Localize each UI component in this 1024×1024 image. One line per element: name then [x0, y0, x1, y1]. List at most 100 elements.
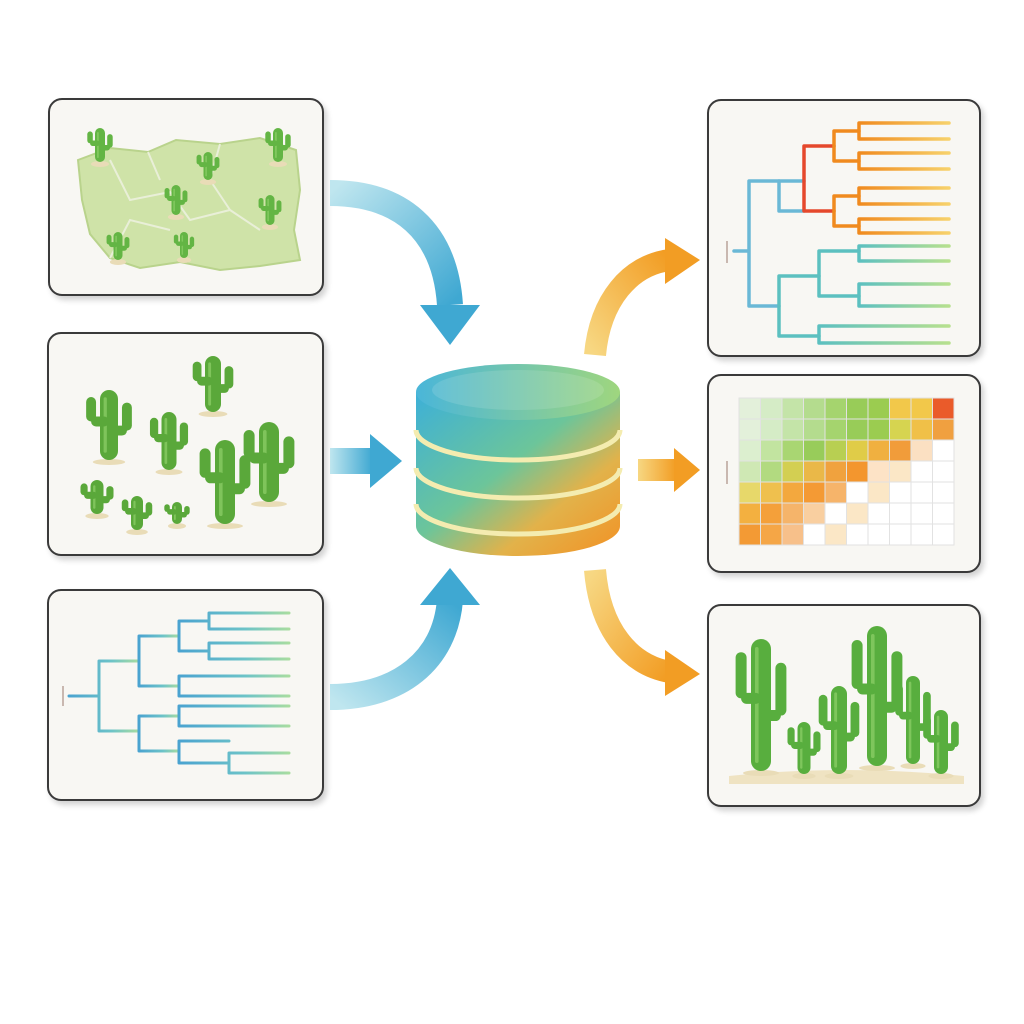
cactus-specimens-icon	[80, 356, 295, 535]
heatmap-cell	[781, 460, 804, 483]
heatmap-matrix-icon	[726, 397, 955, 546]
input-panel-cactus-specimens	[47, 332, 324, 556]
input-panel-phylogenetic-tree	[47, 589, 324, 801]
cactus-icon	[787, 722, 821, 779]
heatmap-cell	[824, 460, 847, 483]
output-panel-heatmap	[707, 374, 981, 573]
colored-phylogenetic-tree-icon	[726, 121, 951, 345]
arrow-database-to-tree	[584, 238, 700, 357]
cactus-icon	[243, 422, 295, 507]
heatmap-cell	[889, 418, 912, 441]
cactus-icon	[258, 195, 282, 230]
heatmap-cell	[932, 418, 955, 441]
heatmap-cell	[760, 481, 783, 504]
heatmap-cell	[867, 481, 890, 504]
heatmap-cell	[846, 481, 869, 504]
heatmap-cell	[824, 418, 847, 441]
heatmap-cell	[932, 523, 955, 546]
heatmap-cell	[738, 460, 761, 483]
heatmap-cell	[803, 418, 826, 441]
cactus-icon	[265, 128, 291, 167]
heatmap-cell	[803, 481, 826, 504]
heatmap-cell	[867, 523, 890, 546]
heatmap-cell	[738, 418, 761, 441]
heatmap-cell	[824, 502, 847, 525]
phylogenetic-tree-icon	[62, 611, 291, 775]
heatmap-cell	[781, 523, 804, 546]
heatmap-cell	[781, 397, 804, 420]
arrow-specimens-to-database	[330, 434, 402, 488]
cactus-icon	[735, 639, 787, 776]
heatmap-cell	[846, 523, 869, 546]
cactus-lineup-icon	[729, 626, 964, 784]
heatmap-cell	[824, 397, 847, 420]
cactus-icon	[149, 412, 189, 475]
cactus-distribution-map-icon	[76, 128, 302, 272]
heatmap-cell	[803, 439, 826, 462]
heatmap-cell	[824, 523, 847, 546]
cactus-icon	[164, 185, 188, 220]
input-panel-distribution-map	[48, 98, 324, 296]
heatmap-cell	[889, 481, 912, 504]
cactus-icon	[196, 152, 220, 185]
cactus-icon	[106, 232, 130, 265]
heatmap-cell	[932, 439, 955, 462]
cactus-icon	[192, 356, 234, 417]
heatmap-cell	[932, 502, 955, 525]
heatmap-cell	[867, 502, 890, 525]
heatmap-cell	[738, 439, 761, 462]
heatmap-cell	[781, 439, 804, 462]
heatmap-cell	[846, 460, 869, 483]
arrow-map-to-database	[329, 180, 480, 345]
heatmap-cell	[738, 481, 761, 504]
heatmap-cell	[910, 397, 933, 420]
heatmap-cell	[803, 460, 826, 483]
heatmap-cell	[889, 439, 912, 462]
arrow-database-to-lineup	[584, 568, 700, 696]
heatmap-cell	[824, 439, 847, 462]
heatmap-cell	[760, 418, 783, 441]
cactus-icon	[818, 686, 860, 779]
heatmap-cell	[846, 397, 869, 420]
heatmap-cell	[781, 481, 804, 504]
cactus-icon	[80, 480, 114, 519]
cactus-icon	[173, 232, 195, 263]
cactus-icon	[851, 626, 903, 771]
heatmap-cell	[738, 502, 761, 525]
heatmap-cell	[910, 418, 933, 441]
heatmap-cell	[846, 502, 869, 525]
cactus-icon	[86, 390, 132, 465]
heatmap-cell	[910, 502, 933, 525]
heatmap-cell	[760, 523, 783, 546]
heatmap-cell	[867, 418, 890, 441]
arrow-tree-to-database	[329, 568, 480, 710]
heatmap-cell	[781, 418, 804, 441]
heatmap-cell	[760, 502, 783, 525]
heatmap-cell	[760, 397, 783, 420]
heatmap-cell	[932, 460, 955, 483]
heatmap-cell	[738, 397, 761, 420]
heatmap-cell	[889, 502, 912, 525]
heatmap-cell	[910, 481, 933, 504]
database-cylinder-icon	[413, 364, 623, 556]
heatmap-cell	[803, 397, 826, 420]
heatmap-cell	[803, 502, 826, 525]
heatmap-cell	[867, 397, 890, 420]
cactus-icon	[164, 502, 190, 529]
cactus-icon	[121, 496, 153, 535]
heatmap-cell	[867, 439, 890, 462]
heatmap-cell	[846, 418, 869, 441]
heatmap-cell	[910, 523, 933, 546]
heatmap-cell	[932, 397, 955, 420]
heatmap-cell	[760, 439, 783, 462]
heatmap-cell	[781, 502, 804, 525]
arrow-database-to-heatmap	[638, 448, 700, 492]
output-panel-colored-tree	[707, 99, 981, 357]
heatmap-cell	[867, 460, 890, 483]
heatmap-cell	[889, 523, 912, 546]
cactus-icon	[895, 676, 931, 769]
heatmap-cell	[910, 439, 933, 462]
heatmap-cell	[910, 460, 933, 483]
cactus-icon	[199, 440, 251, 529]
heatmap-cell	[846, 439, 869, 462]
